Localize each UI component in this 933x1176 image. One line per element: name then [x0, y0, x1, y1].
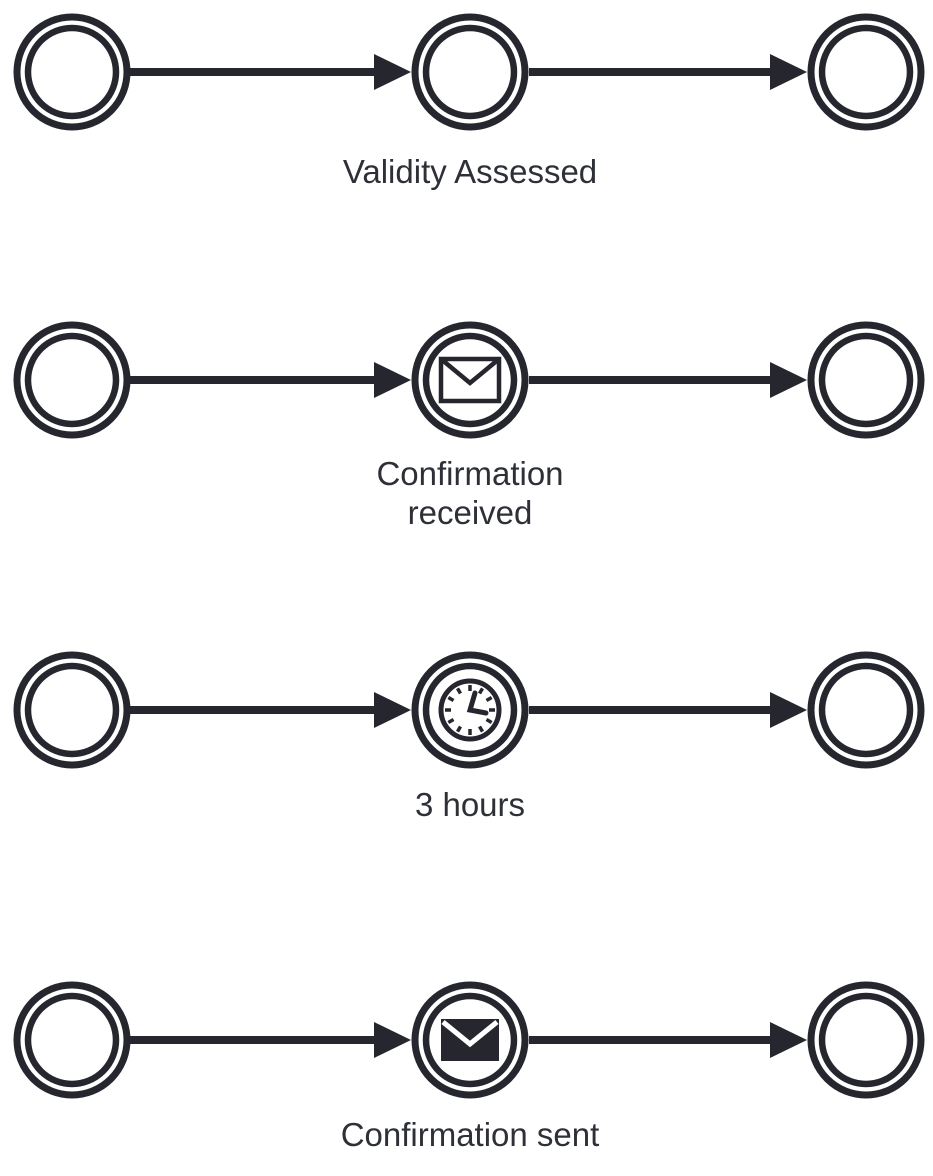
clock-hands [466, 690, 489, 716]
clock-ticks [445, 685, 495, 735]
event-label: Confirmation sent [340, 1116, 600, 1153]
timer-event[interactable] [415, 655, 525, 765]
source-event-circle[interactable] [17, 325, 127, 435]
event-label: Validity Assessed [342, 153, 598, 190]
sequence-flow[interactable] [130, 362, 411, 398]
target-event-circle[interactable] [811, 17, 921, 127]
event-row-1 [0, 7, 933, 137]
event-label: Confirmation received [376, 455, 564, 531]
envelope-outline-icon [438, 356, 502, 404]
target-event-circle[interactable] [811, 655, 921, 765]
intermediate-event-plain[interactable] [415, 17, 525, 127]
event-row-3 [0, 645, 933, 775]
sequence-flow[interactable] [130, 54, 411, 90]
message-catch-event[interactable] [415, 325, 525, 435]
event-row-2 [0, 315, 933, 445]
source-event-circle[interactable] [17, 985, 127, 1095]
sequence-flow[interactable] [529, 1022, 807, 1058]
message-throw-event[interactable] [415, 985, 525, 1095]
sequence-flow[interactable] [529, 362, 807, 398]
sequence-flow[interactable] [529, 54, 807, 90]
sequence-flow[interactable] [529, 692, 807, 728]
source-event-circle[interactable] [17, 17, 127, 127]
target-event-circle[interactable] [811, 325, 921, 435]
event-label: 3 hours [414, 786, 526, 823]
sequence-flow[interactable] [130, 1022, 411, 1058]
target-event-circle[interactable] [811, 985, 921, 1095]
event-row-4 [0, 975, 933, 1105]
source-event-circle[interactable] [17, 655, 127, 765]
envelope-filled-icon [441, 1019, 499, 1061]
clock-icon [438, 678, 502, 742]
sequence-flow[interactable] [130, 692, 411, 728]
